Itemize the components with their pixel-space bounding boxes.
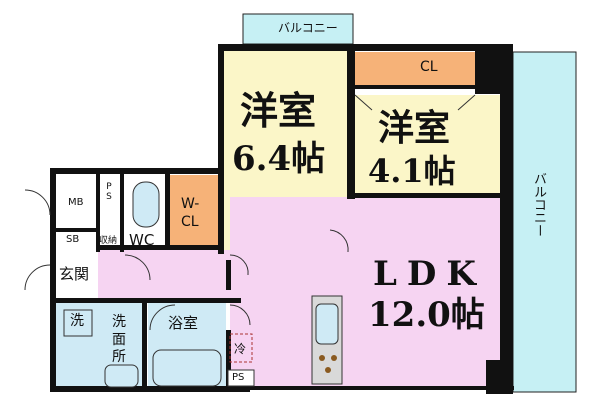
sb-label: SB: [66, 234, 80, 245]
bathroom-label: 浴室: [168, 314, 199, 332]
ps-box-bottom: [227, 369, 255, 387]
wic-floor: [170, 175, 220, 250]
balcony-right-floor: [512, 51, 577, 393]
fridge-space: [229, 333, 253, 363]
bathtub: [152, 349, 222, 387]
balcony-top-label: バルコニー: [278, 21, 338, 35]
closet-floor: [355, 52, 475, 85]
ldk-floor: [230, 197, 500, 387]
entrance-floor: [55, 255, 98, 300]
ps-bottom-label: PS: [232, 372, 245, 383]
ps-top-label: PS: [104, 182, 114, 202]
toilet: [132, 181, 160, 228]
ldk-name: LDK: [373, 254, 486, 294]
entrance-label: 玄関: [59, 265, 90, 283]
western-room-1-size: 6.4帖: [232, 139, 326, 179]
washroom-label: 洗 面 所: [112, 314, 126, 365]
western-room-2-size: 4.1帖: [368, 152, 456, 190]
western-room-2-floor: [355, 95, 503, 197]
washer-label: 洗: [70, 313, 84, 329]
hall-floor: [98, 250, 238, 298]
ldk-size: 12.0帖: [368, 295, 485, 335]
western-room-1-name: 洋室: [240, 88, 317, 133]
fridge-label: 冷: [234, 342, 247, 356]
balcony-top-floor: [242, 13, 354, 45]
sink: [104, 364, 139, 388]
storage-label: 収納: [99, 236, 118, 246]
stove: [319, 355, 337, 373]
mb-label: MB: [68, 197, 84, 208]
closet-label: CL: [420, 59, 438, 75]
wic-label: W- CL: [181, 196, 200, 231]
kitchen-sink: [315, 303, 339, 345]
western-room-2-name: 洋室: [378, 107, 451, 149]
washer-box: [63, 309, 93, 337]
balcony-right-label: バルコニー: [531, 172, 546, 237]
wc-label: WC: [129, 231, 155, 249]
